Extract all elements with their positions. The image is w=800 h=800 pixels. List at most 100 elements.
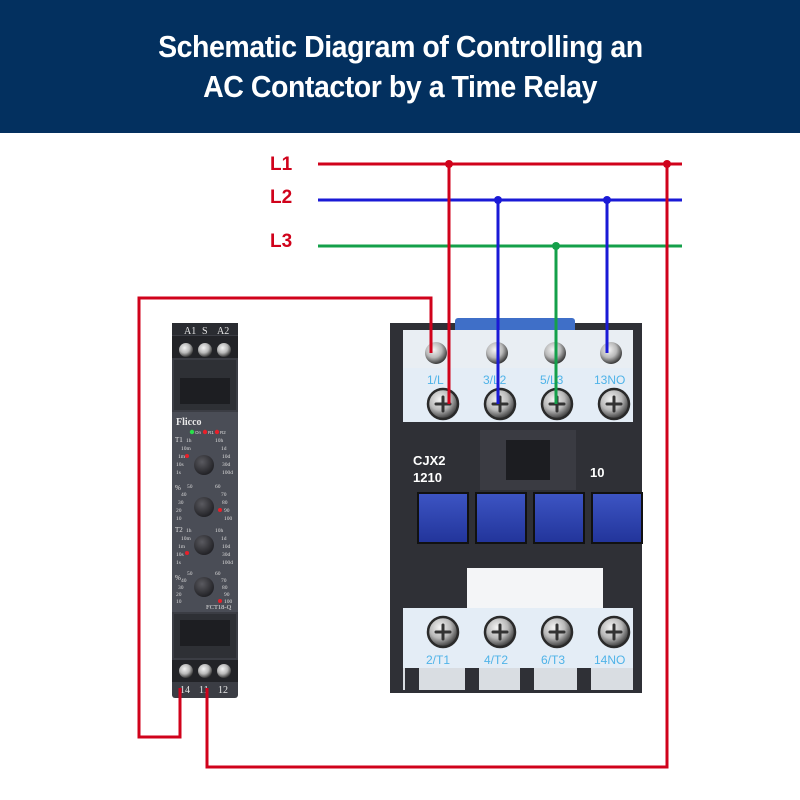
wire-relay-a1-14-loop — [137, 296, 433, 739]
time-relay: A1 S A2 Flicco On R1 R2 T1 1h 10m 1m 10s… — [172, 323, 238, 698]
p2-range-80: 80 — [222, 585, 228, 591]
t1-indicator-dot — [185, 454, 189, 458]
t2-range-10s: 10s — [176, 552, 184, 558]
junction-dot-l3 — [552, 242, 560, 250]
relay-terminal-a2-label: A2 — [217, 326, 229, 337]
t1-range-1s: 1s — [176, 470, 181, 476]
junction-dot-l2-a — [494, 196, 502, 204]
title-line-1: Schematic Diagram of Controlling an — [157, 28, 643, 64]
t1-label: T1 — [175, 436, 183, 444]
contactor-terminal-13no: 13NO — [594, 373, 625, 387]
t2-range-1m: 1m — [178, 544, 186, 550]
p2-range-30: 30 — [178, 585, 184, 591]
t2-range-1s: 1s — [176, 560, 181, 566]
led-r1-icon — [202, 429, 208, 435]
t2-indicator-dot — [185, 551, 189, 555]
p2-range-10: 10 — [176, 599, 182, 605]
contactor-model-line2: 1210 — [413, 470, 442, 485]
contactor-blue-block-1 — [417, 492, 469, 544]
relay-terminal-14-label: 14 — [180, 685, 190, 696]
t1-range-1d: 1d — [221, 446, 227, 452]
t2-knob[interactable] — [194, 535, 214, 555]
t1-range-10m: 10m — [181, 446, 192, 452]
contactor-model-line1: CJX2 — [413, 453, 446, 468]
p2-range-60: 60 — [215, 571, 221, 577]
relay-screw-12 — [217, 664, 231, 678]
p2-range-50: 50 — [187, 571, 193, 577]
contactor-terminal-3l2: 3/L2 — [483, 373, 507, 387]
p2-range-70: 70 — [221, 578, 227, 584]
led-r1-label: R1 — [208, 430, 214, 435]
junction-dot-l1-a — [445, 160, 453, 168]
relay-screw-11 — [198, 664, 212, 678]
p2-range-100: 100 — [224, 599, 233, 605]
led-r2-icon — [214, 429, 220, 435]
p1-range-70: 70 — [221, 492, 227, 498]
relay-screw-s — [198, 343, 212, 357]
contactor-terminal-2t1: 2/T1 — [426, 653, 450, 667]
t2-range-10d: 10d — [222, 544, 231, 550]
contactor-terminal-4t2: 4/T2 — [484, 653, 508, 667]
relay-model: FCT18-Q — [206, 604, 232, 611]
t1-range-1m: 1m — [178, 454, 186, 460]
junction-dot-l2-b — [603, 196, 611, 204]
relay-screw-14 — [179, 664, 193, 678]
phase-label-l2: L2 — [270, 187, 292, 208]
t2-range-1h: 1h — [186, 528, 192, 534]
wiring — [137, 162, 682, 769]
contactor-terminal-5l3: 5/L3 — [540, 373, 564, 387]
title-line-2: AC Contactor by a Time Relay — [203, 68, 597, 104]
p1-range-80: 80 — [222, 500, 228, 506]
relay-screw-a1 — [179, 343, 193, 357]
relay-terminal-s-label: S — [202, 326, 208, 337]
t2-range-1d: 1d — [221, 536, 227, 542]
led-on-icon — [189, 429, 195, 435]
p1-range-100: 100 — [224, 516, 233, 522]
contactor-blue-block-4 — [591, 492, 643, 544]
contactor-top-screw-4 — [600, 342, 622, 364]
p1-range-30: 30 — [178, 500, 184, 506]
relay-terminal-12-label: 12 — [218, 685, 228, 696]
relay-terminal-11-label: 11 — [199, 685, 209, 696]
p1-range-50: 50 — [187, 484, 193, 490]
p2-indicator-dot — [218, 599, 222, 603]
p2-range-20: 20 — [176, 592, 182, 598]
contactor-terminal-1l: 1/L — [427, 373, 444, 387]
t2-range-10h: 10h — [215, 528, 224, 534]
contactor-top-screw-1 — [425, 342, 447, 364]
p1-indicator-dot — [218, 508, 222, 512]
relay-brand: Flicco — [176, 417, 202, 428]
t2-label: T2 — [175, 526, 183, 534]
t1-range-10d: 10d — [222, 454, 231, 460]
p1-range-20: 20 — [176, 508, 182, 514]
title-banner: Schematic Diagram of Controlling an AC C… — [0, 0, 800, 133]
junction-dot-l1-b — [663, 160, 671, 168]
led-r2-label: R2 — [220, 430, 226, 435]
t1-knob[interactable] — [194, 455, 214, 475]
contactor-blue-block-2 — [475, 492, 527, 544]
p1-range-10: 10 — [176, 516, 182, 522]
t1-range-10h: 10h — [215, 438, 224, 444]
phase-label-l3: L3 — [270, 231, 292, 252]
relay-screw-a2 — [217, 343, 231, 357]
p2-range-40: 40 — [181, 578, 187, 584]
contactor-aux-rating: 10 — [590, 465, 604, 480]
contactor-terminal-14no: 14NO — [594, 653, 625, 667]
phase-label-l1: L1 — [270, 154, 293, 175]
t1-range-10s: 10s — [176, 462, 184, 468]
p1-label: % — [175, 484, 181, 492]
t2-range-10m: 10m — [181, 536, 192, 542]
p1-range-60: 60 — [215, 484, 221, 490]
p1-range-40: 40 — [181, 492, 187, 498]
t1-range-1h: 1h — [186, 438, 192, 444]
wire-relay-11-to-l1 — [205, 164, 669, 769]
contactor-white-label — [467, 568, 603, 610]
p2-knob[interactable] — [194, 577, 214, 597]
p1-knob[interactable] — [194, 497, 214, 517]
p1-range-90: 90 — [224, 508, 230, 514]
contactor-terminal-6t3: 6/T3 — [541, 653, 565, 667]
led-on-label: On — [195, 430, 202, 435]
ac-contactor: 1/L 3/L2 5/L3 13NO CJX2 1210 10 — [390, 318, 643, 693]
t2-range-100d: 100d — [222, 560, 233, 566]
